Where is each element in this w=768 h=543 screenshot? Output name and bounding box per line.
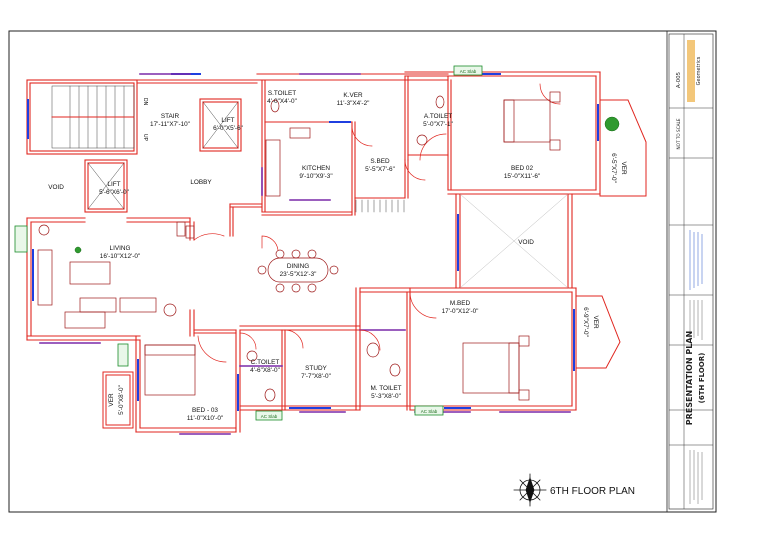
room-name-bed-03: BED - 03 [192,407,218,414]
room-name-lift-2: LIFT [107,181,120,188]
room-dim-s-bed: 5'-5"X7'-6" [365,166,395,173]
veranda-dim-2: 6'-9"X7'-0" [582,307,589,337]
room-dim-dining: 23'-5"X12'-3" [280,271,317,278]
sheet-number: A-005 [676,71,682,88]
room-dim-bed-03: 11'-0"X10'-0" [187,415,223,422]
room-dim-m-bed: 17'-0"X12'-0" [442,308,479,315]
room-dim-study: 7'-7"X8'-0" [301,373,331,380]
plan-title: 6TH FLOOR PLAN [550,486,635,497]
room-name-bed-02: BED 02 [511,165,533,172]
stair-dn-label: DN [142,98,148,106]
room-name-lift-1: LIFT [221,117,234,124]
room-name-c-toilet: C.TOILET [251,359,280,366]
stair-up-label: UP [142,134,148,142]
room-name-m-bed: M.BED [450,300,471,307]
room-dim-a-toilet: 5'-0"X7'-1" [423,121,453,128]
room-name-study: STUDY [305,365,327,372]
room-name-m-toilet: M. TOILET [370,385,401,392]
room-dim-lift-2: 5'-6"X6'-0" [99,189,129,196]
room-name-a-toilet: A.TOILET [424,113,452,120]
veranda-label-2: VER [592,315,599,329]
veranda-dim-3: 5'-0"X8'-0" [118,385,125,415]
drawing-title: PRESENTATION PLAN [685,331,694,425]
room-name-void-2: VOID [518,239,534,246]
room-name-living: LIVING [110,245,131,252]
room-name-s-toilet: S.TOILET [268,90,296,97]
room-name-lobby: LOBBY [190,179,212,186]
room-dim-bed-02: 15'-0"X11'-6" [504,173,540,180]
room-labels: STAIR 17'-11"X7'-10" LIFT 6'-0"X5'-6" LI… [48,69,635,497]
company-name: Geometrics [696,56,702,85]
scale-text: NOT TO SCALE [676,118,681,149]
drawing-floor: (6TH FLOOR) [698,353,706,404]
room-name-kitchen: KITCHEN [302,165,330,172]
room-dim-m-toilet: 5'-3"X8'-0" [371,393,401,400]
room-name-k-ver: K.VER [343,92,363,99]
veranda-dim-1: 6'-5"X7'-0" [610,153,617,183]
ac-slab-label-1: AC Slab [460,69,477,74]
title-block: Geometrics A-005 NOT TO SCALE PRESENTATI… [668,33,714,510]
veranda-label-3: VER [108,393,115,407]
room-name-dining: DINING [287,263,309,270]
furniture [37,91,561,402]
north-arrow-icon [513,473,547,507]
room-dim-lift-1: 6'-0"X5'-6" [213,125,243,132]
room-dim-k-ver: 11'-3"X4'-2" [337,100,370,107]
company-logo [687,40,695,102]
room-name-stair: STAIR [161,113,180,120]
room-dim-living: 16'-10"X12'-0" [100,253,140,260]
room-dim-c-toilet: 4'-6"X8'-0" [250,367,280,374]
floor-plan [14,65,647,507]
room-name-s-bed: S.BED [370,158,390,165]
ac-slab-label-2: AC Slab [261,414,278,419]
ac-slab-label-3: AC Slab [421,409,438,414]
sheet-border [8,30,717,513]
veranda-label-1: VER [620,161,627,175]
room-dim-stair: 17'-11"X7'-10" [150,121,190,128]
room-name-void-1: VOID [48,184,64,191]
room-dim-kitchen: 9'-10"X9'-3" [299,173,332,180]
room-dim-s-toilet: 4'-0"X4'-0" [267,98,297,105]
